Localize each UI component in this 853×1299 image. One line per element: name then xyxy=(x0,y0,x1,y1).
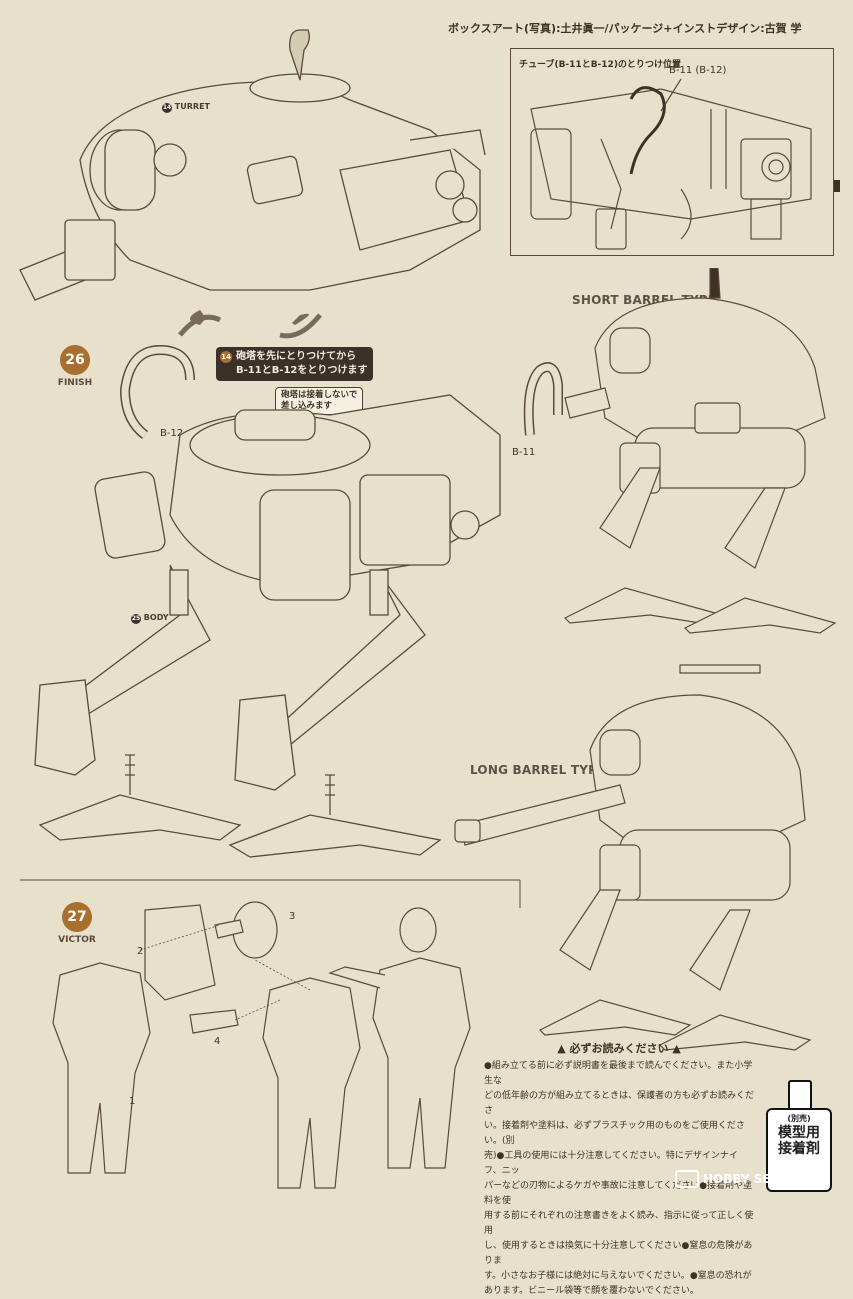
warning-line: 用する前にそれぞれの注意書きをよく読み、指示に従って正しく使用 xyxy=(484,1211,754,1236)
no-glue-note: 砲塔は接着しないで 差し込みます xyxy=(275,387,364,415)
turret-step-ref: 14 xyxy=(162,103,172,113)
part-number-3: 3 xyxy=(289,911,296,922)
glue-bottle: (別売) 模型用 接着剤 xyxy=(762,1080,834,1192)
turret-label: 14 TURRET xyxy=(162,102,210,113)
callout-step-ref: 14 xyxy=(220,351,232,363)
warning-line: どの低年齢の方が組み立てるときは、保護者の方も必ずお読みくださ xyxy=(484,1091,755,1116)
step-26-badge: 26 xyxy=(60,345,90,375)
warning-frame xyxy=(478,1040,768,1190)
tube-b12-illustration xyxy=(119,344,195,439)
warning-line: す。小さなお子様には絶対に与えないでください。●窒息の恐れが xyxy=(484,1271,752,1281)
watermark-text: HOBBY SEARCH xyxy=(703,1172,808,1186)
short-barrel-illustration xyxy=(563,268,837,634)
part-number-2: 2 xyxy=(137,946,144,957)
assembly-callout: 14 砲塔を先にとりつけてから B-11とB-12をとりつけます xyxy=(216,347,374,381)
part-number-1: 1 xyxy=(129,1096,136,1107)
step-27-divider xyxy=(20,879,521,908)
warning-line: 売)●工具の使用には十分注意してください。特にデザインナイフ、ニッ xyxy=(484,1151,738,1176)
victor-figure-illustration xyxy=(52,901,471,1189)
callout-line-1: 砲塔を先にとりつけてから xyxy=(236,351,357,362)
glue-body: (別売) 模型用 接着剤 xyxy=(766,1108,832,1192)
callout-line-2: B-11とB-12をとりつけます xyxy=(236,365,368,376)
warning-line: い。接着剤や塗料は、必ずプラスチック用のものをご使用ください。(別 xyxy=(484,1121,745,1146)
warning-line: ●組み立てる前に必ず説明書を最後まで読んでください。また小学生な xyxy=(484,1061,753,1086)
long-barrel-illustration xyxy=(454,664,812,1051)
b12-label: B-12 xyxy=(160,428,184,439)
step-26-title: FINISH xyxy=(57,378,93,388)
warning-line: し、使用するときは換気に十分注意してください●窒息の危険がありま xyxy=(484,1241,753,1266)
glue-line-1: 模型用 xyxy=(778,1125,820,1141)
inset-part-label: B-11 (B-12) xyxy=(669,65,727,76)
inset-illustration xyxy=(530,78,812,250)
note-line-2: 差し込みます xyxy=(281,401,333,411)
body-label-text: BODY xyxy=(143,613,169,622)
turret-illustration xyxy=(19,29,486,301)
long-barrel-title: LONG BARREL TYPE xyxy=(470,763,606,777)
inset-caption: チューブ(B-11とB-12)のとりつけ位置 xyxy=(519,60,682,70)
step-27-title: VICTOR xyxy=(58,935,96,945)
edge-mark xyxy=(834,180,840,192)
turret-label-text: TURRET xyxy=(174,102,210,111)
credits-line: ボックスアート(写真):土井眞一/パッケージ+インストデザイン:古賀 学 xyxy=(448,22,802,35)
watermark: HOBBY SEARCH xyxy=(675,1170,808,1188)
note-line-1: 砲塔は接着しないで xyxy=(281,390,358,400)
inset-tube-position: チューブ(B-11とB-12)のとりつけ位置 B-11 (B-12) xyxy=(510,48,834,256)
glue-note: (別売) xyxy=(787,1114,811,1123)
tube-b11-illustration xyxy=(523,362,563,436)
body-illustration xyxy=(34,394,501,858)
glue-line-2: 接着剤 xyxy=(778,1141,820,1157)
warning-line: あります。ビニール袋等で顔を覆わないでください。 xyxy=(484,1286,699,1296)
camera-icon xyxy=(675,1170,699,1188)
part-number-4: 4 xyxy=(214,1036,221,1047)
body-step-ref: 25 xyxy=(131,614,141,624)
rotation-arrows xyxy=(178,310,322,339)
warning-title: ▲ 必ずお読みください ▲ xyxy=(557,1042,681,1055)
b11-label: B-11 xyxy=(512,447,536,458)
body-label: 25 BODY xyxy=(131,613,169,624)
step-27-badge: 27 xyxy=(62,902,92,932)
